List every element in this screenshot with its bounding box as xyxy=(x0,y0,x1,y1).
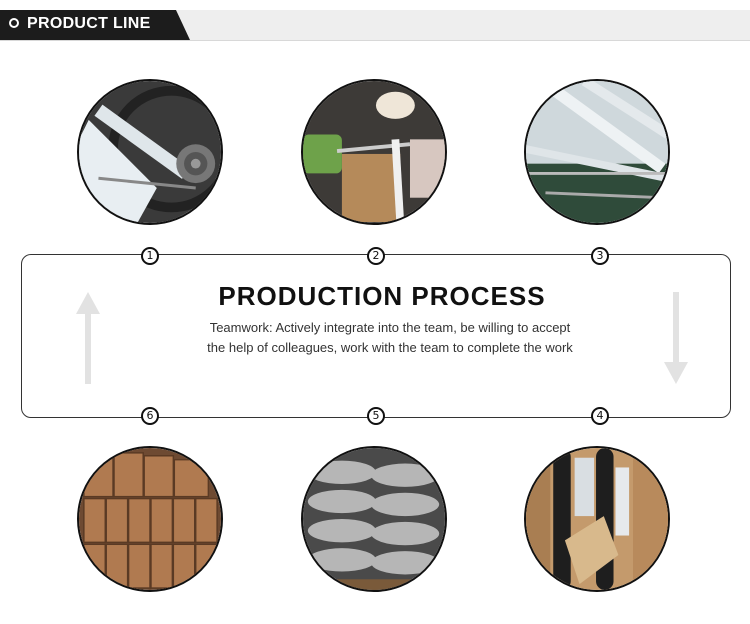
shipping-cartons-photo xyxy=(77,446,223,592)
step-number-5: 5 xyxy=(367,407,385,425)
arrow-down-icon xyxy=(664,292,688,389)
process-description: Teamwork: Actively integrate into the te… xyxy=(207,320,573,355)
arrow-up-icon xyxy=(76,292,100,389)
boxed-bicycle-photo xyxy=(524,446,670,592)
process-title: PRODUCTION PROCESS xyxy=(218,281,546,311)
bike-wheel-assembly-photo xyxy=(77,79,223,225)
step-number-4: 4 xyxy=(591,407,609,425)
circle-bullet-icon xyxy=(9,18,19,28)
wrapped-bicycles-photo xyxy=(301,446,447,592)
step-number-6: 6 xyxy=(141,407,159,425)
header-tab xyxy=(0,10,190,40)
header-divider xyxy=(0,40,750,41)
step-number-2: 2 xyxy=(367,247,385,265)
worker-tool-assembly-photo xyxy=(301,79,447,225)
frame-racks-photo xyxy=(524,79,670,225)
page-title: PRODUCT LINE xyxy=(27,15,151,32)
step-number-1: 1 xyxy=(141,247,159,265)
step-number-3: 3 xyxy=(591,247,609,265)
